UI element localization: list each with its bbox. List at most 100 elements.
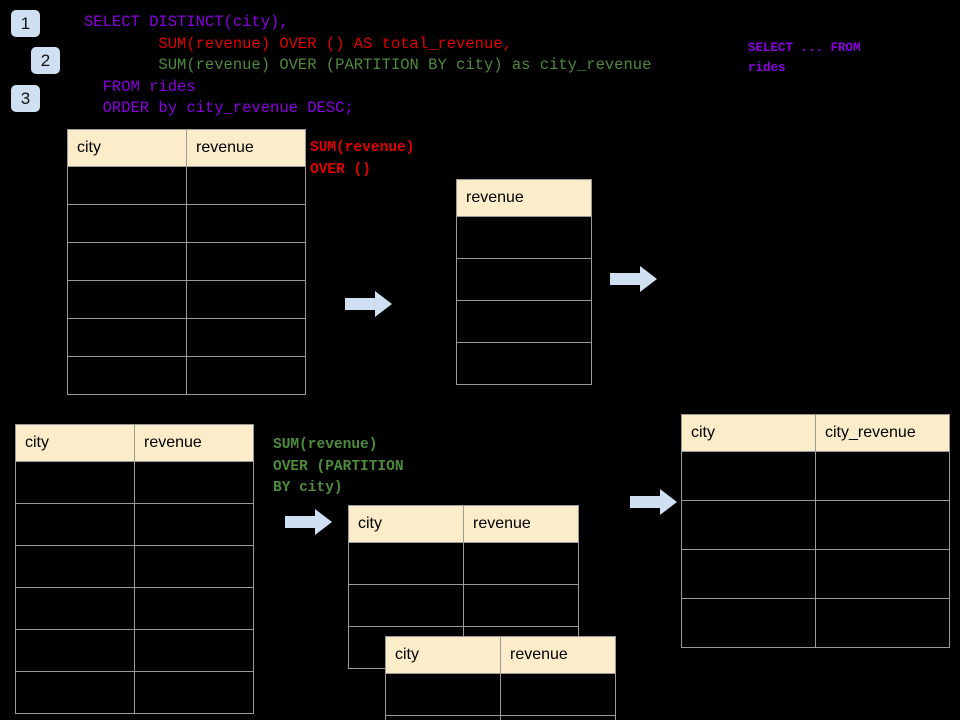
table-cell [348,584,464,627]
table-cell [67,280,187,319]
arrow-total-to-result-top [610,265,658,293]
table-row [348,584,579,627]
table-cell [500,715,616,720]
table-cell [15,503,135,546]
table-cell [67,356,187,395]
table-cell [385,715,501,720]
table-row [15,503,254,546]
table-row [67,242,306,281]
table-row [681,500,950,550]
table-row [681,451,950,501]
table-row [15,671,254,714]
table-cell [15,587,135,630]
sql-line-1: SELECT DISTINCT(city), [84,13,289,31]
table-cell [348,542,464,585]
table-row [456,342,592,385]
arrow-source-to-total [345,290,393,318]
column-header: city [385,636,501,674]
table-cell [681,500,816,550]
table-cell [67,166,187,205]
table-cell [134,671,254,714]
arrow-right-icon [345,291,392,317]
column-header: city [348,505,464,543]
select-from-rides-label: SELECT ... FROM rides [748,41,861,75]
sum-over-empty-annotation: SUM(revenue) OVER () [310,140,415,178]
table-cell [815,451,950,501]
table-cell [15,671,135,714]
sql-line-3: SUM(revenue) OVER (PARTITION BY city) as… [84,56,652,74]
step-badge-label: 1 [20,14,31,33]
step-badge-label: 2 [40,51,51,70]
sql-query-block: SELECT DISTINCT(city), SUM(revenue) OVER… [84,12,651,120]
sql-line-5: ORDER by city_revenue DESC; [84,99,354,117]
column-header: revenue [463,505,579,543]
table-row [15,629,254,672]
table-cell [815,549,950,599]
table-row [385,673,616,716]
column-header: city [15,424,135,462]
table-cell [500,673,616,716]
table-cell [385,673,501,716]
table-row [67,166,306,205]
table-cell [186,280,306,319]
table-row [67,204,306,243]
table-row [385,715,616,720]
table-cell [456,216,592,259]
table-cell [815,500,950,550]
table-cell [456,342,592,385]
table-cell [186,204,306,243]
table-row [15,587,254,630]
step-badge-label: 3 [20,89,31,108]
table-row [67,280,306,319]
step-badge-3: 3 [11,85,40,112]
table-cell [681,451,816,501]
table-cell [456,300,592,343]
table-cell [463,584,579,627]
table-row [15,461,254,504]
column-header: revenue [456,179,592,217]
table-cell [815,598,950,648]
table-cell [15,461,135,504]
column-header: revenue [500,636,616,674]
table-row [681,598,950,648]
total-revenue-table: revenue [456,179,592,385]
table-cell [186,242,306,281]
table-row [67,356,306,395]
table-row [456,258,592,301]
table-cell [134,545,254,588]
table-row [15,545,254,588]
table-row [681,549,950,599]
table-cell [186,166,306,205]
arrow-right-icon [630,489,677,515]
table-cell [186,356,306,395]
table-cell [681,598,816,648]
table-cell [456,258,592,301]
table-row [67,318,306,357]
table-row [456,300,592,343]
table-cell [134,503,254,546]
step-badge-2: 2 [31,47,60,74]
table-cell [134,587,254,630]
column-header: city [681,414,816,452]
table-cell [67,242,187,281]
table-cell [186,318,306,357]
sum-over-partition-annotation: SUM(revenue) OVER (PARTITION BY city) [273,437,404,496]
table-header-row: revenue [456,179,592,217]
table-cell [134,629,254,672]
table-cell [463,542,579,585]
arrow-right-icon [610,266,657,292]
arrow-partition-to-result [630,488,678,516]
arrow-right-icon [285,509,332,535]
sql-line-2: SUM(revenue) OVER () AS total_revenue, [84,34,512,53]
table-row [456,216,592,259]
